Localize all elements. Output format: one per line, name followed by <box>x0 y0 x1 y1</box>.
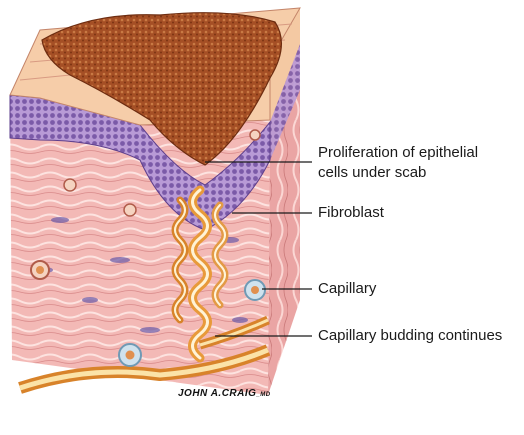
label-epithelial-proliferation: Proliferation of epithelial cells under … <box>318 143 478 183</box>
signature-suffix: _MD <box>256 392 270 398</box>
label-fibroblast: Fibroblast <box>318 203 384 223</box>
artist-signature: JOHN A.CRAIG_MD <box>178 388 271 399</box>
label-capillary: Capillary <box>318 279 376 299</box>
label-capillary-budding: Capillary budding continues <box>318 326 502 346</box>
label-epithelial-line2: cells under scab <box>318 163 478 183</box>
signature-name: JOHN A.CRAIG <box>178 388 256 399</box>
label-epithelial-line1: Proliferation of epithelial <box>318 143 478 163</box>
